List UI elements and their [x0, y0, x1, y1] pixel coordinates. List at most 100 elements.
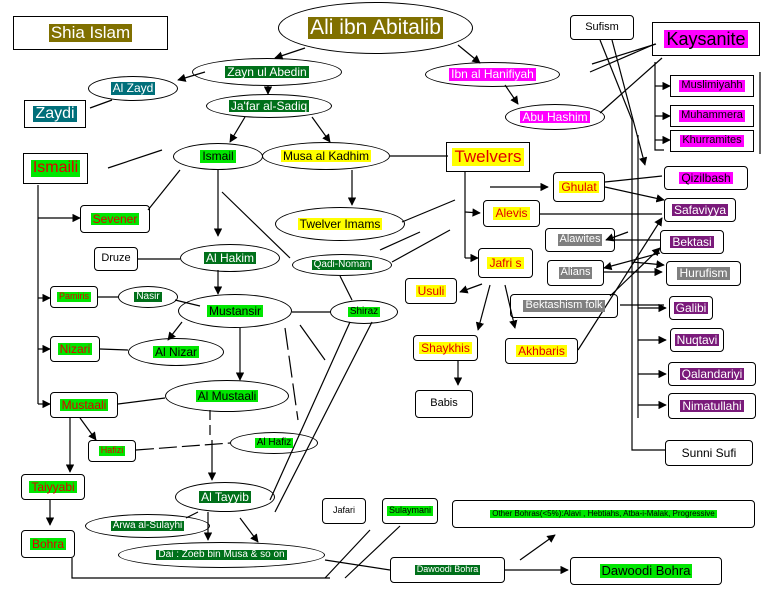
edge-bohra-bottom [71, 558, 330, 579]
node-shaykhis-label: Shaykhis [419, 340, 472, 355]
node-babis: Babis [415, 390, 473, 418]
node-zaydi-label: Zaydi [33, 104, 77, 123]
node-nasir-label: Nasir [134, 290, 162, 303]
node-shiraz: Shiraz [330, 300, 398, 324]
edge-ismaili-ismail [107, 149, 163, 169]
node-al-mustaali-label: Al Mustaali [195, 388, 259, 403]
edge-bus-hurufism [631, 260, 665, 269]
node-taiyyabi-label: Taiyyabi [29, 479, 77, 494]
node-hurufism: Hurufism [666, 261, 741, 286]
node-nuqtavi-label: Nuqtavi [674, 332, 720, 347]
edge-ismail-sevener [147, 169, 181, 211]
node-pamiris: Pamiris [50, 286, 98, 308]
node-jafri: Jafri s [478, 248, 533, 278]
node-alevis: Alevis [483, 200, 540, 227]
node-safaviyya-label: Safaviyya [671, 202, 729, 217]
node-shia-islam: Shia Islam [13, 16, 168, 50]
node-bektashism-folk-label: Bektashism folk [523, 299, 605, 312]
node-twelvers-label: Twelvers [452, 147, 524, 167]
edge-bektasi-alians [603, 252, 661, 271]
node-al-mustaali: Al Mustaali [165, 380, 289, 412]
edge-mustansir-alnizar [167, 321, 183, 341]
edge-hafizi-alhafiz [135, 442, 231, 451]
node-qadi-noman-label: Qadi-Noman [311, 258, 373, 271]
node-sevener-label: Sevener [90, 211, 140, 226]
node-al-nizar: Al Nizar [128, 338, 224, 366]
node-ali-label: Ali ibn Abitalib [308, 15, 443, 40]
node-nasir: Nasir [118, 286, 178, 308]
node-jafar: Ja'far al-Sadiq [206, 94, 332, 118]
node-al-tayyib: Al Tayyib [175, 482, 275, 512]
edge-shiraz-altayyib2 [274, 321, 373, 513]
node-dawoodi-small-label: Dawoodi Bohra [414, 564, 481, 575]
node-sevener: Sevener [80, 205, 150, 233]
node-twelver-imams-label: Twelver Imams [297, 216, 383, 231]
edge-sufism-b [599, 39, 633, 121]
edge-kaysanite-bracket [654, 62, 664, 151]
node-hurufism-label: Hurufism [677, 266, 730, 281]
node-twelvers: Twelvers [446, 142, 530, 172]
node-other-bohras: Other Bohras(<5%):Alavi , Hebtiahs, Atba… [452, 500, 755, 528]
node-pamiris-label: Pamiris [56, 291, 91, 302]
node-alians: Alians [547, 260, 604, 286]
node-musa: Musa al Kadhim [262, 142, 390, 170]
node-nimatullahi: Nimatullahi [668, 393, 756, 419]
edge-ghulat-qizilbash [604, 175, 663, 183]
node-musa-label: Musa al Kadhim [280, 148, 372, 163]
node-qalandariyi: Qalandariyi [668, 362, 756, 386]
node-kaysanite: Kaysanite [652, 22, 760, 56]
node-al-zayd-label: Al Zayd [110, 81, 156, 96]
node-muslimiyahh: Muslimiyahh [670, 75, 754, 97]
node-nizari: Nizari [50, 336, 100, 362]
node-sunni-sufi: Sunni Sufi [665, 440, 753, 466]
node-arwa-label: Arwa al-Sulayhi [110, 519, 185, 532]
node-sulaymani-label: Sulaymani [386, 505, 434, 516]
node-bohra: Bohra [21, 530, 75, 558]
node-nimatullahi-label: Nimatullahi [680, 398, 744, 413]
node-druze-label: Druze [101, 252, 131, 265]
node-dawoodi-small: Dawoodi Bohra [390, 557, 505, 583]
node-druze: Druze [94, 247, 138, 271]
node-akhbaris-label: Akhbaris [516, 343, 567, 358]
node-twelver-imams: Twelver Imams [275, 207, 405, 241]
node-hanifiyah: Ibn al Hanifiyah [425, 62, 560, 87]
edge-mustaali-hafizi [79, 417, 97, 441]
node-arwa: Arwa al-Sulayhi [85, 514, 210, 538]
node-mustaali: Mustaali [50, 392, 118, 418]
node-zaydi: Zaydi [24, 100, 86, 128]
node-nizari-label: Nizari [57, 341, 93, 356]
edge-bottom-jafari [324, 529, 371, 579]
node-qizilbash-label: Qizilbash [679, 170, 733, 185]
edge-sufism-a [611, 39, 648, 166]
node-dawoodi: Dawoodi Bohra [570, 557, 722, 585]
node-bektasi-label: Bektasi [670, 234, 714, 249]
node-ismaili-label: Ismaili [30, 159, 81, 177]
node-abu-hashim-label: Abu Hashim [520, 109, 590, 124]
node-muhammera-label: Muhammera [679, 109, 745, 122]
node-zayn-label: Zayn ul Abedin [225, 64, 309, 79]
node-babis-label: Babis [430, 397, 458, 410]
node-qizilbash: Qizilbash [664, 166, 748, 190]
node-dai-label: Dai : Zoeb bin Musa & so on [156, 548, 287, 561]
node-jafri-label: Jafri s [487, 255, 524, 270]
node-ismail: Ismail [173, 143, 263, 170]
node-alevis-label: Alevis [493, 206, 530, 221]
node-al-nizar-label: Al Nizar [152, 344, 199, 359]
edge-jafri-usuli [459, 283, 483, 294]
node-sufism-label: Sufism [585, 20, 619, 33]
node-shiraz-label: Shiraz [347, 305, 381, 318]
node-alawites-label: Alawites [557, 233, 603, 246]
node-hanifiyah-label: Ibn al Hanifiyah [449, 67, 536, 82]
edge-alzayd-zaydi [89, 99, 113, 109]
node-nuqtavi: Nuqtavi [670, 328, 724, 352]
node-bektasi: Bektasi [660, 230, 724, 254]
node-khurramites-label: Khurramites [680, 134, 744, 147]
node-jafari-label: Jafari [332, 505, 355, 516]
node-usuli: Usuli [405, 278, 457, 304]
node-sunni-sufi-label: Sunni Sufi [681, 445, 737, 460]
edge-abuhashim-kaysanite [599, 57, 663, 114]
node-mustansir-label: Mustansir [206, 303, 263, 318]
edge-ismail-qadi [221, 191, 291, 259]
node-sufism: Sufism [570, 15, 634, 40]
